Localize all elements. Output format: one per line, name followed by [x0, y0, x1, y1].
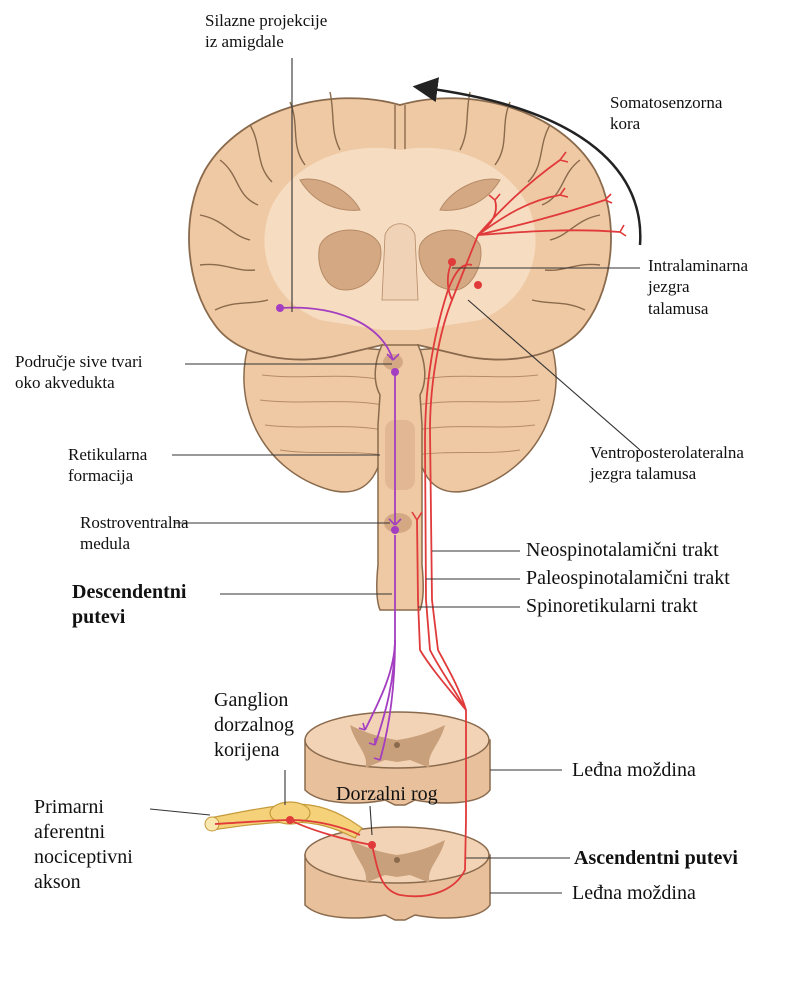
label-line: putevi	[72, 605, 186, 630]
label-silazne-projekcije: Silazne projekcije iz amigdale	[205, 10, 327, 53]
label-ganglion-dorzalnog-korijena: Ganglion dorzalnog korijena	[214, 688, 294, 763]
label-line: oko akvedukta	[15, 372, 142, 393]
label-line: dorzalnog	[214, 713, 294, 738]
brain-section	[189, 92, 611, 360]
label-line: Retikularna	[68, 444, 147, 465]
label-line: aferentni	[34, 820, 133, 845]
label-line: kora	[610, 113, 722, 134]
label-ventroposterolateralna-jezgra: Ventroposterolateralna jezgra talamusa	[590, 442, 744, 485]
label-intralaminarna-jezgra: Intralaminarna jezgra talamusa	[648, 255, 748, 319]
label-line: Područje sive tvari	[15, 351, 142, 372]
label-somatosenzorna-kora: Somatosenzorna kora	[610, 92, 722, 135]
label-line: korijena	[214, 738, 294, 763]
label-paleospinotalamicni-trakt: Paleospinotalamični trakt	[526, 566, 730, 591]
label-line: Silazne projekcije	[205, 10, 327, 31]
label-line: nociceptivni	[34, 845, 133, 870]
label-descendentni-putevi: Descendentni putevi	[72, 580, 186, 630]
label-podrucje-sive-tvari: Područje sive tvari oko akvedukta	[15, 351, 142, 394]
label-line: Intralaminarna	[648, 255, 748, 276]
label-line: talamusa	[648, 298, 748, 319]
label-line: iz amigdale	[205, 31, 327, 52]
label-ledna-mozdina-2: Leđna moždina	[572, 881, 696, 906]
label-neospinotalamicni-trakt: Neospinotalamični trakt	[526, 538, 719, 563]
label-line: medula	[80, 533, 189, 554]
label-ascendentni-putevi: Ascendentni putevi	[574, 846, 738, 871]
label-line: Ventroposterolateralna	[590, 442, 744, 463]
label-primarni-aferentni-akson: Primarni aferentni nociceptivni akson	[34, 795, 133, 895]
label-retikularna-formacija: Retikularna formacija	[68, 444, 147, 487]
label-spinoretikularni-trakt: Spinoretikularni trakt	[526, 594, 698, 619]
label-rostroventralna-medula: Rostroventralna medula	[80, 512, 189, 555]
label-line: Primarni	[34, 795, 133, 820]
label-line: Descendentni	[72, 580, 186, 605]
label-dorzalni-rog: Dorzalni rog	[336, 782, 438, 807]
label-line: Rostroventralna	[80, 512, 189, 533]
label-line: jezgra talamusa	[590, 463, 744, 484]
label-ledna-mozdina-1: Leđna moždina	[572, 758, 696, 783]
label-line: jezgra	[648, 276, 748, 297]
label-line: Somatosenzorna	[610, 92, 722, 113]
label-line: formacija	[68, 465, 147, 486]
label-line: akson	[34, 870, 133, 895]
label-line: Ganglion	[214, 688, 294, 713]
